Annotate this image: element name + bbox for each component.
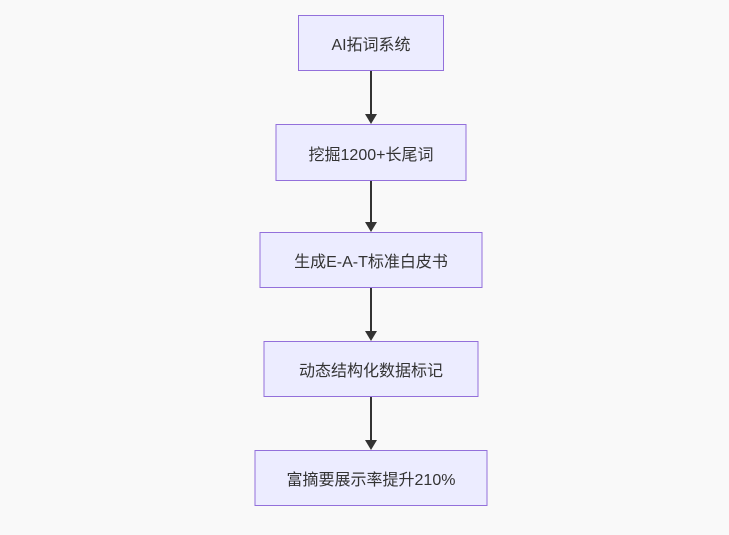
flow-edge-3-4 bbox=[365, 288, 377, 341]
arrowhead-down-icon bbox=[365, 440, 377, 450]
flow-node-label: 动态结构化数据标记 bbox=[298, 363, 443, 380]
flow-node-longtail-mining: 挖掘1200+长尾词 bbox=[275, 124, 467, 181]
edge-line bbox=[370, 288, 372, 333]
arrowhead-down-icon bbox=[365, 331, 377, 341]
flow-edge-2-3 bbox=[365, 181, 377, 232]
edge-line bbox=[370, 397, 372, 442]
edge-line bbox=[370, 71, 372, 116]
flow-node-structured-data-markup: 动态结构化数据标记 bbox=[263, 341, 479, 397]
flow-node-ai-keyword-system: AI拓词系统 bbox=[298, 15, 444, 71]
flow-node-label: 生成E-A-T标准白皮书 bbox=[294, 254, 448, 271]
flow-node-label: AI拓词系统 bbox=[331, 37, 411, 54]
flow-edge-1-2 bbox=[365, 71, 377, 124]
edge-line bbox=[370, 181, 372, 224]
flow-edge-4-5 bbox=[365, 397, 377, 450]
flow-node-eat-whitepaper: 生成E-A-T标准白皮书 bbox=[259, 232, 483, 288]
flow-node-label: 富摘要展示率提升210% bbox=[286, 472, 456, 489]
flow-node-rich-snippet-result: 富摘要展示率提升210% bbox=[254, 450, 488, 506]
flow-node-label: 挖掘1200+长尾词 bbox=[308, 146, 434, 164]
arrowhead-down-icon bbox=[365, 114, 377, 124]
arrowhead-down-icon bbox=[365, 222, 377, 232]
